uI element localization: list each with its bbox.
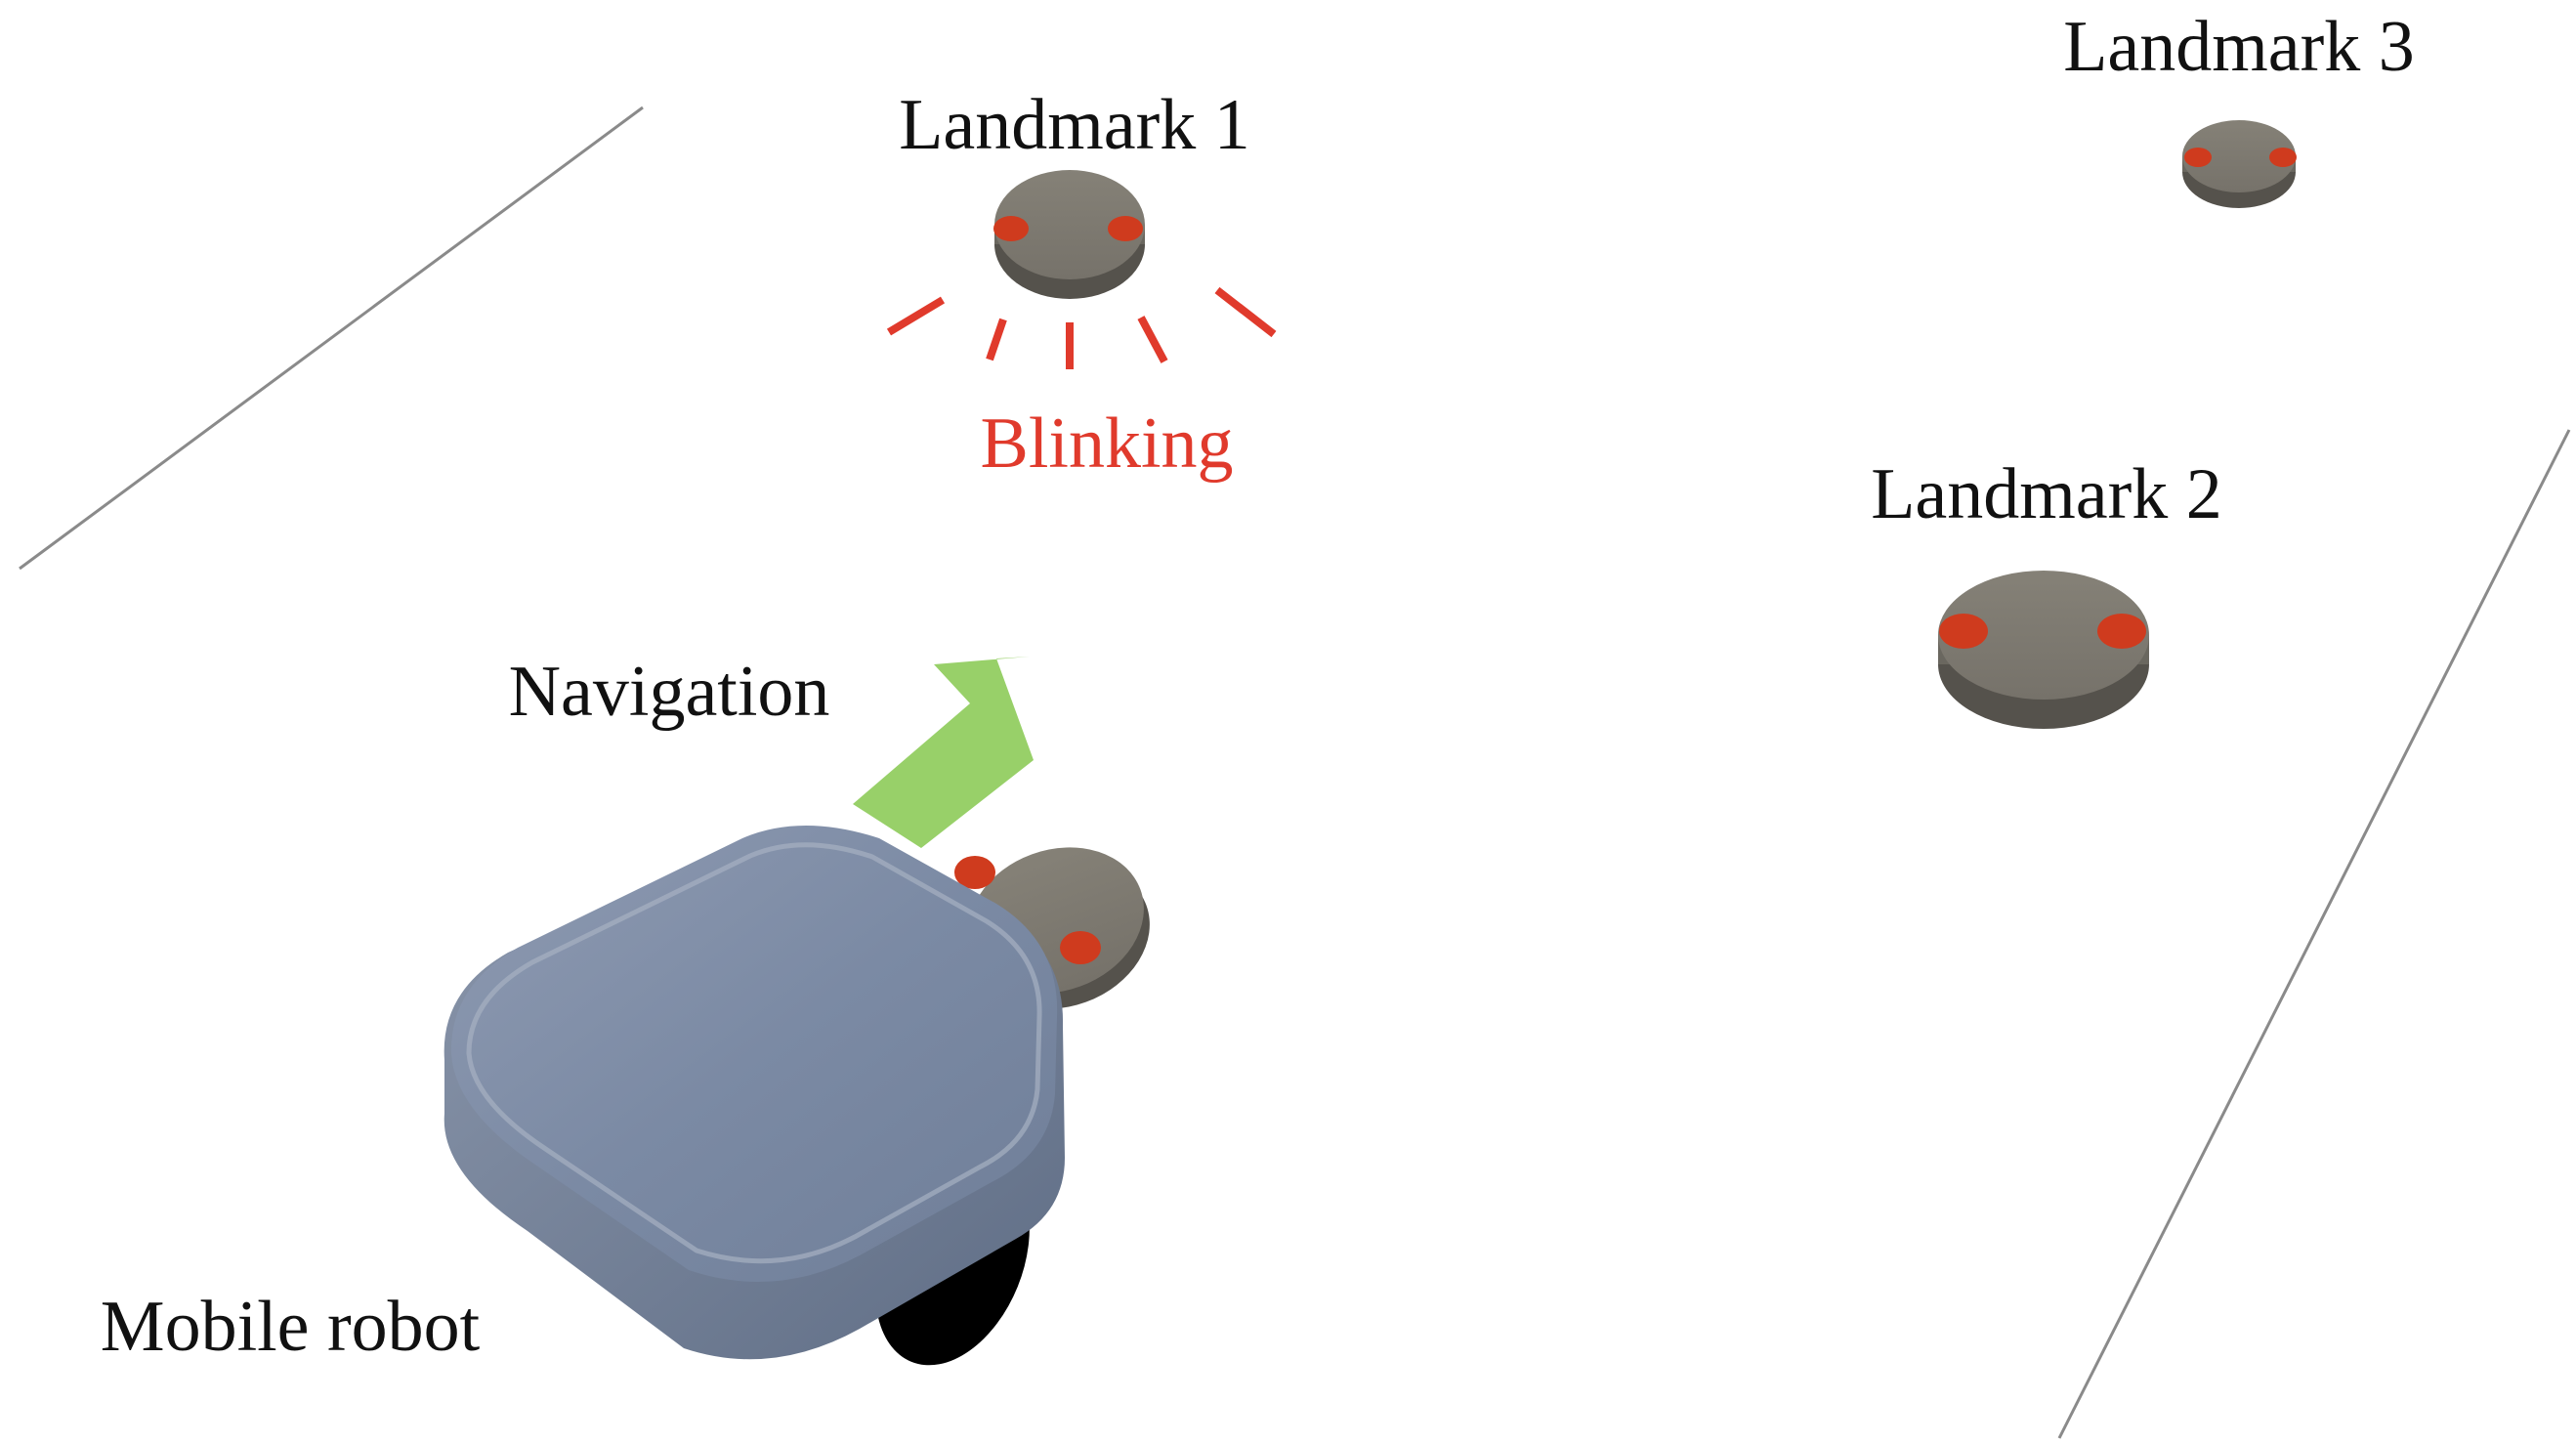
navigation-arrow-icon bbox=[853, 657, 1034, 848]
landmark-3-label: Landmark 3 bbox=[2063, 7, 2415, 87]
mobile-robot-icon bbox=[443, 826, 1066, 1366]
landmark-1: Landmark 1 bbox=[899, 85, 1250, 299]
blink-rays-icon bbox=[886, 286, 1277, 369]
landmark-2-label: Landmark 2 bbox=[1871, 454, 2222, 534]
floor-line-left bbox=[19, 106, 644, 571]
landmark-1-label: Landmark 1 bbox=[899, 85, 1250, 165]
navigation-arrow: Navigation bbox=[509, 652, 1034, 848]
landmark-disc-icon bbox=[2182, 120, 2297, 208]
landmark-disc-icon bbox=[993, 170, 1145, 299]
mobile-robot: Mobile robot bbox=[101, 826, 1150, 1367]
floor-line-right bbox=[2057, 429, 2571, 1439]
landmark-2: Landmark 2 bbox=[1871, 454, 2222, 729]
navigation-label: Navigation bbox=[509, 652, 830, 732]
blinking-label: Blinking bbox=[980, 403, 1233, 484]
landmark-disc-icon bbox=[1938, 571, 2149, 729]
mobile-robot-label: Mobile robot bbox=[101, 1287, 481, 1367]
landmark-3: Landmark 3 bbox=[2063, 7, 2415, 208]
